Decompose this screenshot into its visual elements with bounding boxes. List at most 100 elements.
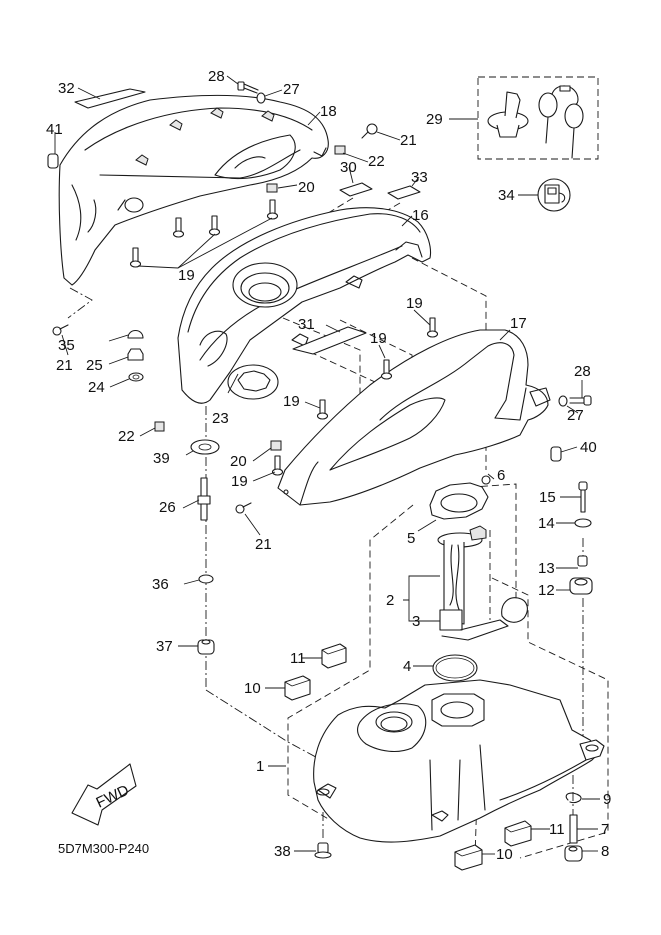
callout-14: 14 [538, 515, 555, 532]
callout-18: 18 [320, 103, 337, 120]
part-39-washer [190, 439, 220, 455]
label-32 [74, 88, 146, 109]
callout-33: 33 [411, 169, 428, 186]
hardware [47, 81, 593, 871]
part-28-bolt-right [569, 395, 592, 406]
label-30 [339, 182, 373, 197]
callout-40: 40 [580, 439, 597, 456]
fwd-arrow: FWD [71, 763, 137, 826]
callout-19-r2: 19 [370, 330, 387, 347]
callout-numbers: 32 41 28 27 18 29 21 22 30 33 20 34 16 1… [46, 68, 611, 863]
callout-35: 35 [58, 337, 75, 354]
callout-30: 30 [340, 159, 357, 176]
callout-22-left: 22 [118, 428, 135, 445]
part-19-screws-right [316, 317, 439, 420]
callout-2: 2 [386, 592, 394, 609]
part-21-screw-mid [235, 502, 252, 514]
callout-23: 23 [212, 410, 229, 427]
callout-1: 1 [256, 758, 264, 775]
callout-19-r3: 19 [283, 393, 300, 410]
part-40-grommet [550, 446, 562, 462]
part-27-washer-top [256, 92, 266, 104]
callout-19-mid: 19 [231, 473, 248, 490]
part-10-block-upper [284, 675, 311, 701]
part-11-block-upper [321, 643, 347, 669]
part-6-nut [481, 475, 491, 485]
callout-41: 41 [46, 121, 63, 138]
callout-28-right: 28 [574, 363, 591, 380]
leader-lines [54, 75, 600, 855]
callout-21-left: 21 [56, 357, 73, 374]
callout-36: 36 [152, 576, 169, 593]
part-20-nut-mid [270, 440, 282, 451]
callout-8: 8 [601, 843, 609, 860]
part-28-bolt-top [237, 81, 259, 94]
callout-22-top: 22 [368, 153, 385, 170]
callout-26: 26 [159, 499, 176, 516]
callout-27: 27 [283, 81, 300, 98]
part-19-screws-top [129, 199, 279, 268]
callout-20-top: 20 [298, 179, 315, 196]
callout-39: 39 [153, 450, 170, 467]
part-22-nut-top [334, 145, 346, 155]
callout-7: 7 [601, 821, 609, 838]
part-18-top-cover [58, 94, 329, 286]
callout-6: 6 [497, 467, 505, 484]
part-11-block-lower [504, 820, 532, 847]
callout-11-lower: 11 [549, 821, 565, 838]
callout-11-upper: 11 [290, 650, 306, 667]
part-20-nut-top [266, 183, 278, 193]
part-12-grommet [569, 577, 593, 595]
callout-5: 5 [407, 530, 415, 547]
callout-32: 32 [58, 80, 75, 97]
part-1-fuel-tank [313, 679, 605, 843]
part-35-cap [127, 329, 144, 339]
part-16-inner-cover [177, 207, 432, 404]
callout-21-mid: 21 [255, 536, 272, 553]
part-23-cap-ring [227, 364, 279, 400]
part-27-washer-right [558, 395, 568, 407]
part-14-washer [574, 518, 592, 528]
part-24-washer [128, 372, 144, 382]
callout-21-top: 21 [400, 132, 417, 149]
callout-29: 29 [426, 111, 443, 128]
part-17-side-cover [277, 329, 551, 506]
callout-31: 31 [298, 316, 315, 333]
part-34-fuel-emblem [537, 178, 571, 212]
part-4-gasket [432, 654, 478, 682]
part-36-washer [198, 574, 214, 584]
label-31 [292, 326, 367, 355]
callout-17: 17 [510, 315, 527, 332]
label-33 [387, 185, 421, 200]
part-22-nut-left [154, 421, 165, 432]
callout-12: 12 [538, 582, 555, 599]
callout-24: 24 [88, 379, 105, 396]
part-21-screw-left [52, 324, 69, 336]
part-26-stud-bolt [197, 477, 211, 521]
part-37-damper [197, 639, 215, 655]
callout-3: 3 [412, 613, 420, 630]
part-10-block-lower [454, 844, 483, 871]
callout-34: 34 [498, 187, 515, 204]
callout-10-upper: 10 [244, 680, 261, 697]
part-29-fuel-cap-key-set [487, 85, 584, 159]
part-25-nut [127, 348, 144, 361]
callout-9: 9 [603, 791, 611, 808]
decal-labels [74, 88, 421, 355]
callout-19-top: 19 [178, 267, 195, 284]
callout-37: 37 [156, 638, 173, 655]
callout-19-r1: 19 [406, 295, 423, 312]
part-5-plate [429, 482, 489, 520]
callout-38: 38 [274, 843, 291, 860]
part-8-damper [564, 845, 583, 862]
part-19-screw-mid [271, 455, 284, 476]
part-7-collar [569, 814, 578, 844]
callout-27-right: 27 [567, 407, 584, 424]
callout-10-lower: 10 [496, 846, 513, 863]
part-21-screw-top [361, 123, 378, 139]
part-38-collar [314, 842, 332, 859]
callout-15: 15 [539, 489, 556, 506]
callout-25: 25 [86, 357, 103, 374]
part-9-clip [565, 792, 582, 804]
